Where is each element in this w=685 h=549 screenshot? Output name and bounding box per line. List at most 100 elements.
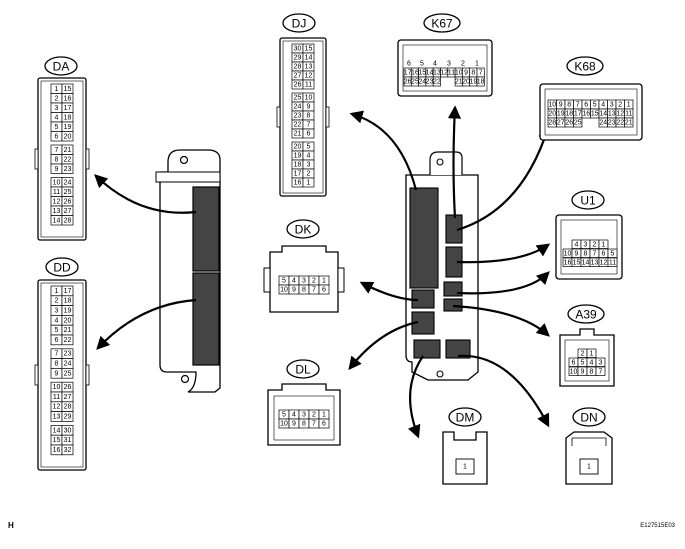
pin-dd: 27 <box>64 394 72 401</box>
pin-u1: 10 <box>564 250 572 257</box>
pin-da: 26 <box>64 198 72 205</box>
connector-label-dk: DK <box>295 223 312 237</box>
pin-da: 28 <box>64 217 72 224</box>
pin-dd: 14 <box>53 427 61 434</box>
connector-tag-dm <box>448 407 482 427</box>
pin-k67: 19 <box>469 79 477 86</box>
pin-dk: 8 <box>302 287 306 294</box>
pin-u1: 14 <box>582 259 590 266</box>
pin-k68: 11 <box>625 111 632 118</box>
pin-k68: 7 <box>576 102 580 109</box>
pin-a39: 3 <box>599 359 603 366</box>
pin-dd: 25 <box>64 370 72 377</box>
connector-label-a39: A39 <box>575 308 597 322</box>
pin-u1: 6 <box>602 250 606 257</box>
pin-dj: 23 <box>294 113 302 120</box>
pin-k68: 23 <box>608 120 616 127</box>
pin-a39: 2 <box>581 350 585 357</box>
pin-dj: 8 <box>307 113 311 120</box>
pin-u1: 5 <box>611 250 615 257</box>
pin-u1: 3 <box>584 241 588 248</box>
corner-letter: H <box>8 521 14 530</box>
pin-k68: 4 <box>601 102 605 109</box>
connector-label-da: DA <box>53 60 70 74</box>
pin-u1: 9 <box>575 250 579 257</box>
pin-u1: 11 <box>609 259 616 266</box>
connector-label-k68: K68 <box>574 60 596 74</box>
connector-tag-dn <box>572 407 606 427</box>
pin-dd: 9 <box>55 370 59 377</box>
pin-k67: 4 <box>433 61 437 68</box>
pin-da: 8 <box>55 156 59 163</box>
pin-u1: 1 <box>602 241 606 248</box>
pin-a39: 9 <box>581 368 585 375</box>
pin-dj: 18 <box>294 162 302 169</box>
pin-dj: 12 <box>305 73 313 80</box>
pin-k67: 23 <box>426 79 434 86</box>
pin-k68: 27 <box>557 120 565 127</box>
pin-dl: 7 <box>312 421 316 428</box>
pin-dd: 28 <box>64 404 72 411</box>
left-ecu-port-dd <box>192 272 220 366</box>
pin-dd: 7 <box>55 351 59 358</box>
pin-u1: 4 <box>575 241 579 248</box>
pin-dd: 1 <box>55 288 59 295</box>
pin-dj: 30 <box>294 46 302 53</box>
pin-dd: 3 <box>55 308 59 315</box>
pin-dj: 26 <box>294 82 302 89</box>
connector-label-dl: DL <box>295 363 311 377</box>
pin-dd: 5 <box>55 327 59 334</box>
pin-k67: 15 <box>418 70 426 77</box>
pin-a39: 10 <box>570 368 578 375</box>
pin-dj: 2 <box>307 171 311 178</box>
connector-tag-dk <box>286 219 320 239</box>
pin-k67: 10 <box>455 70 463 77</box>
pin-dl: 9 <box>292 421 296 428</box>
pin-da: 21 <box>64 147 72 154</box>
pin-dj: 21 <box>294 131 302 138</box>
pin-dk: 7 <box>312 287 316 294</box>
pin-dj: 15 <box>305 46 313 53</box>
pin-dj: 16 <box>294 180 302 187</box>
pin-dj: 4 <box>307 153 311 160</box>
pin-a39: 1 <box>590 350 594 357</box>
pin-dl: 10 <box>280 421 288 428</box>
pin-dn: 1 <box>587 464 591 471</box>
connector-label-u1: U1 <box>580 194 596 208</box>
pin-k68: 1 <box>627 102 631 109</box>
pin-dj: 29 <box>294 55 302 62</box>
pin-dd: 2 <box>55 298 59 305</box>
pin-a39: 6 <box>572 359 576 366</box>
pin-dk: 2 <box>312 278 316 285</box>
connector-label-k67: K67 <box>431 17 453 31</box>
pin-dj: 27 <box>294 73 302 80</box>
left-ecu-port-da <box>192 186 220 272</box>
pin-k68: 25 <box>574 120 582 127</box>
pin-dk: 5 <box>282 278 286 285</box>
pin-a39: 7 <box>599 368 603 375</box>
pin-da: 23 <box>64 166 72 173</box>
pin-k67: 25 <box>411 79 419 86</box>
pin-dk: 4 <box>292 278 296 285</box>
left-ecu-body <box>155 149 221 393</box>
pin-da: 6 <box>55 133 59 140</box>
pin-da: 24 <box>64 179 72 186</box>
pin-da: 7 <box>55 147 59 154</box>
pin-dd: 12 <box>53 404 61 411</box>
pin-da: 3 <box>55 105 59 112</box>
pin-k68: 16 <box>582 111 590 118</box>
pin-k68: 9 <box>559 102 563 109</box>
pin-k68: 21 <box>625 120 633 127</box>
pin-dk: 3 <box>302 278 306 285</box>
pin-dd: 29 <box>64 414 72 421</box>
pin-dl: 1 <box>322 412 326 419</box>
pin-dl: 3 <box>302 412 306 419</box>
connector-label-dd: DD <box>53 261 71 275</box>
connector-tag-a39 <box>567 304 605 324</box>
pin-da: 9 <box>55 166 59 173</box>
